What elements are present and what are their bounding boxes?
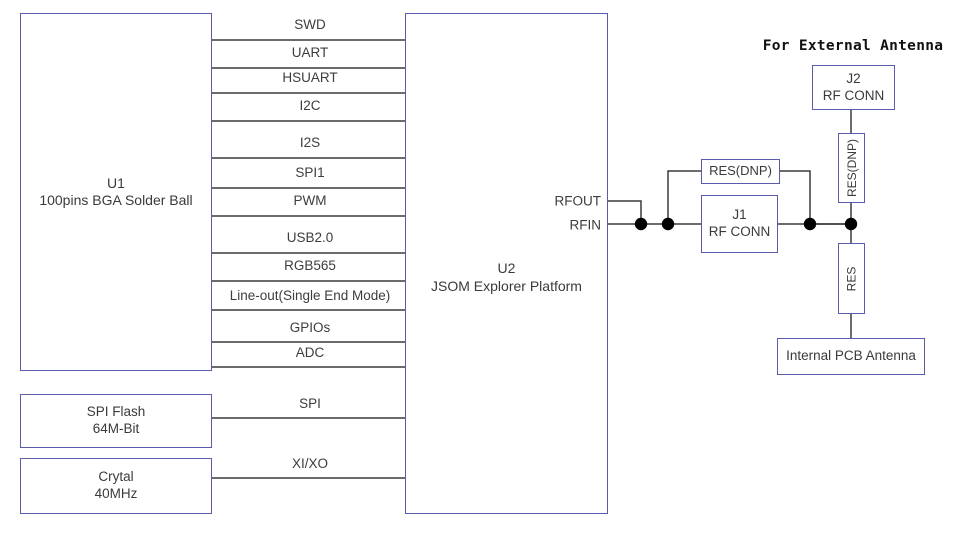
signal-label-rgb565: RGB565 (284, 258, 336, 273)
rf-wire-resdnp-to-net (780, 170, 811, 224)
block-j2-line1: J2 (846, 70, 861, 86)
signal-label-uart: UART (291, 45, 329, 60)
block-res-vertical[interactable]: RES (838, 243, 865, 314)
block-res-dnp-series[interactable]: RES(DNP) (701, 159, 780, 184)
block-u2-line2: JSOM Explorer Platform (431, 277, 582, 294)
block-j2-rf-conn[interactable]: J2 RF CONN (812, 65, 895, 110)
signal-label-i2s: I2S (299, 135, 321, 150)
block-res-dnp-vertical[interactable]: RES(DNP) (838, 133, 865, 203)
block-crystal-line1: Crytal (98, 469, 134, 485)
rf-wire-rfout (608, 200, 642, 224)
block-u1[interactable]: U1 100pins BGA Solder Ball (20, 13, 212, 371)
junction-node-antenna-split (844, 217, 858, 231)
junction-node-j1-out (803, 217, 817, 231)
junction-node-rfout (634, 217, 648, 231)
block-u2[interactable]: U2 JSOM Explorer Platform (405, 13, 608, 514)
block-j2-line2: RF CONN (822, 87, 885, 103)
junction-nodes (634, 217, 858, 231)
rf-wire-shunt-to-resdnp (667, 170, 701, 224)
block-crystal-line2: 40MHz (94, 486, 138, 501)
signal-label-spi: SPI (299, 396, 321, 411)
block-res-dnp-vertical-label: RES(DNP) (844, 138, 859, 198)
block-internal-pcb-antenna-label: Internal PCB Antenna (786, 348, 916, 364)
signal-label-spi1: SPI1 (295, 165, 325, 180)
block-spi-flash[interactable]: SPI Flash 64M-Bit (20, 394, 212, 448)
signal-label-xixo: XI/XO (291, 456, 329, 471)
block-res-dnp-series-label: RES(DNP) (709, 163, 772, 179)
signal-label-i2c: I2C (299, 98, 321, 113)
signal-label-usb20: USB2.0 (286, 230, 334, 245)
junction-node-shunt (661, 217, 675, 231)
port-label-rfout: RFOUT (554, 193, 602, 209)
block-internal-pcb-antenna[interactable]: Internal PCB Antenna (777, 338, 925, 375)
block-j1-rf-conn[interactable]: J1 RF CONN (701, 195, 778, 253)
signal-label-hsuart: HSUART (282, 70, 338, 85)
signal-label-gpios: GPIOs (289, 320, 331, 335)
block-j1-line1: J1 (732, 207, 747, 223)
block-spi-flash-line2: 64M-Bit (92, 421, 140, 436)
block-res-vertical-label: RES (844, 266, 859, 291)
block-u2-line1: U2 (497, 260, 516, 276)
block-u1-line2: 100pins BGA Solder Ball (39, 192, 193, 208)
block-spi-flash-line1: SPI Flash (86, 404, 146, 420)
port-label-rfin: RFIN (569, 217, 602, 233)
block-crystal[interactable]: Crytal 40MHz (20, 458, 212, 514)
signal-label-swd: SWD (294, 17, 326, 32)
title-for-external-antenna: For External Antenna (762, 38, 944, 54)
signal-label-adc: ADC (295, 345, 325, 360)
signal-label-line-out: Line-out(Single End Mode) (229, 288, 391, 303)
signal-label-pwm: PWM (293, 193, 327, 208)
block-j1-line2: RF CONN (708, 224, 771, 239)
block-u1-line1: U1 (107, 174, 125, 191)
